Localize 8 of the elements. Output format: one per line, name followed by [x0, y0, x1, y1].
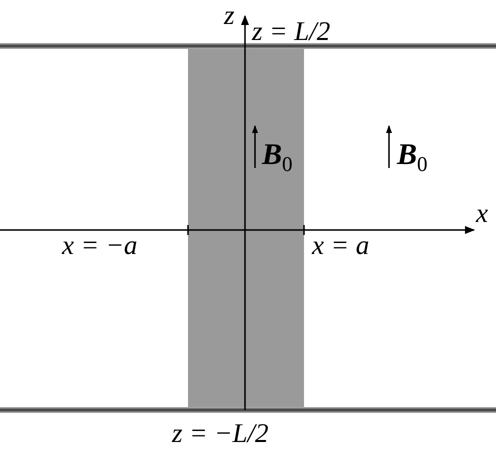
field-label: B$_{0}$ — [397, 140, 428, 175]
axis-label: x = a — [312, 232, 370, 259]
axis-label: z = L/2 — [252, 18, 330, 45]
field-label: B$_{0}$ — [262, 140, 293, 175]
axis-label: z = −L/2 — [172, 420, 268, 447]
axis-label: z — [224, 2, 235, 29]
axis-label: x = −a — [62, 232, 138, 259]
axis-label: x — [476, 200, 488, 227]
